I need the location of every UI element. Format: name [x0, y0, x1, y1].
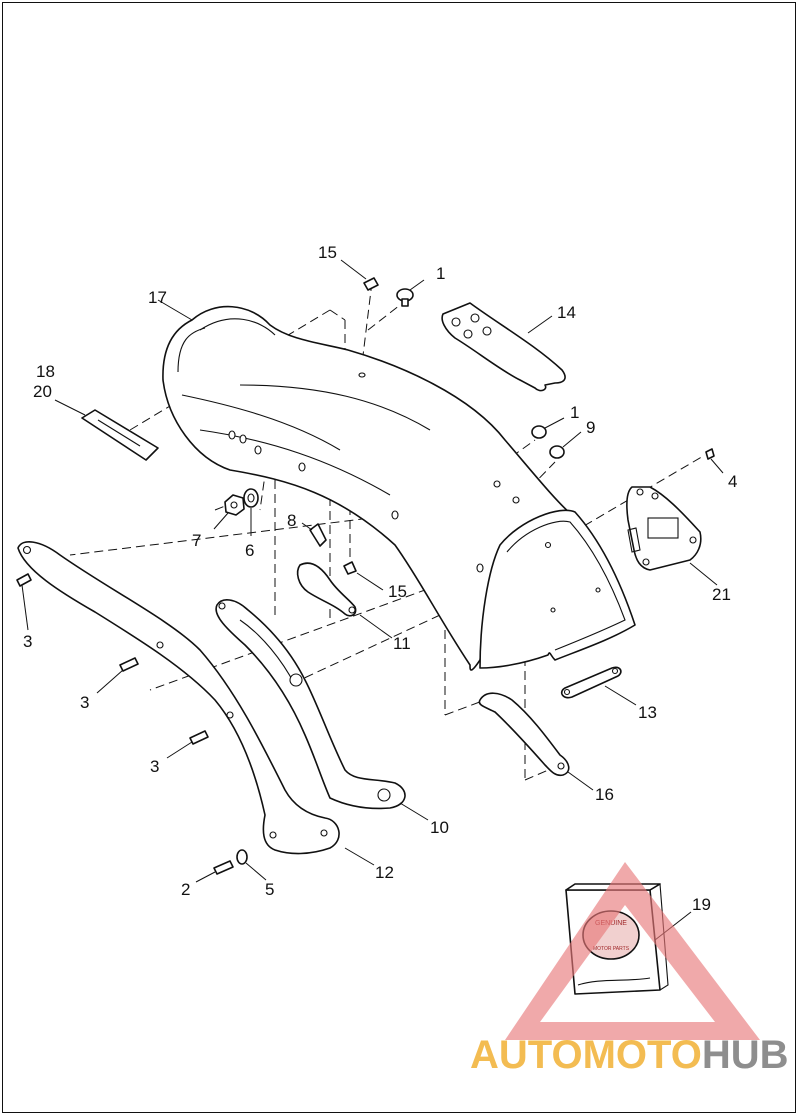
- callout-14: 14: [557, 303, 576, 322]
- callout-numbers: 15 1 17 14 18 20 1 9 4 8 7 6 15 21 3 11 …: [23, 243, 737, 914]
- part-12-strut: [17, 541, 340, 855]
- callout-13: 13: [638, 703, 657, 722]
- callout-16: 16: [595, 785, 614, 804]
- callout-19: 19: [692, 895, 711, 914]
- watermark-triangle-icon: [505, 862, 760, 1040]
- callout-1-upper: 1: [436, 264, 445, 283]
- kit-badge-bottom-text: MOTOR PARTS: [593, 946, 630, 952]
- part-14-plate: [441, 302, 566, 392]
- callout-7: 7: [192, 531, 201, 550]
- callout-15-lower: 15: [388, 582, 407, 601]
- callout-1-lower: 1: [570, 403, 579, 422]
- watermark-word-auto: AUTO: [470, 1033, 583, 1077]
- part-21-bracket: [626, 486, 702, 571]
- automotohub-watermark: AUTOMOTOHUB: [470, 862, 789, 1077]
- callout-2: 2: [181, 880, 190, 899]
- watermark-word-hub: HUB: [702, 1033, 789, 1077]
- callout-21: 21: [712, 585, 731, 604]
- callout-3-left: 3: [23, 632, 32, 651]
- fender-tip-panel: [479, 509, 636, 669]
- callout-9: 9: [586, 418, 595, 437]
- part-13-link: [560, 666, 622, 699]
- part-11-bracket: [296, 562, 357, 617]
- callout-15-upper: 15: [318, 243, 337, 262]
- watermark-word-moto: MOTO: [583, 1033, 702, 1077]
- callout-5: 5: [265, 880, 274, 899]
- rear-fender: [162, 305, 581, 671]
- svg-text:AUTOMOTOHUB: AUTOMOTOHUB: [470, 1033, 789, 1077]
- callout-6: 6: [245, 541, 254, 560]
- callout-8: 8: [287, 511, 296, 530]
- part-18-reflector: [81, 409, 159, 461]
- callout-12: 12: [375, 863, 394, 882]
- callout-10: 10: [430, 818, 449, 837]
- callout-4: 4: [728, 472, 737, 491]
- callout-17: 17: [148, 288, 167, 307]
- callout-3-lower: 3: [150, 757, 159, 776]
- part-10-arm: [215, 599, 406, 810]
- callout-18: 18: [36, 362, 55, 381]
- callout-20: 20: [33, 382, 52, 401]
- callout-3-middle: 3: [80, 693, 89, 712]
- part-16-link: [478, 692, 570, 777]
- callout-11: 11: [393, 634, 411, 653]
- fasteners: [16, 277, 715, 875]
